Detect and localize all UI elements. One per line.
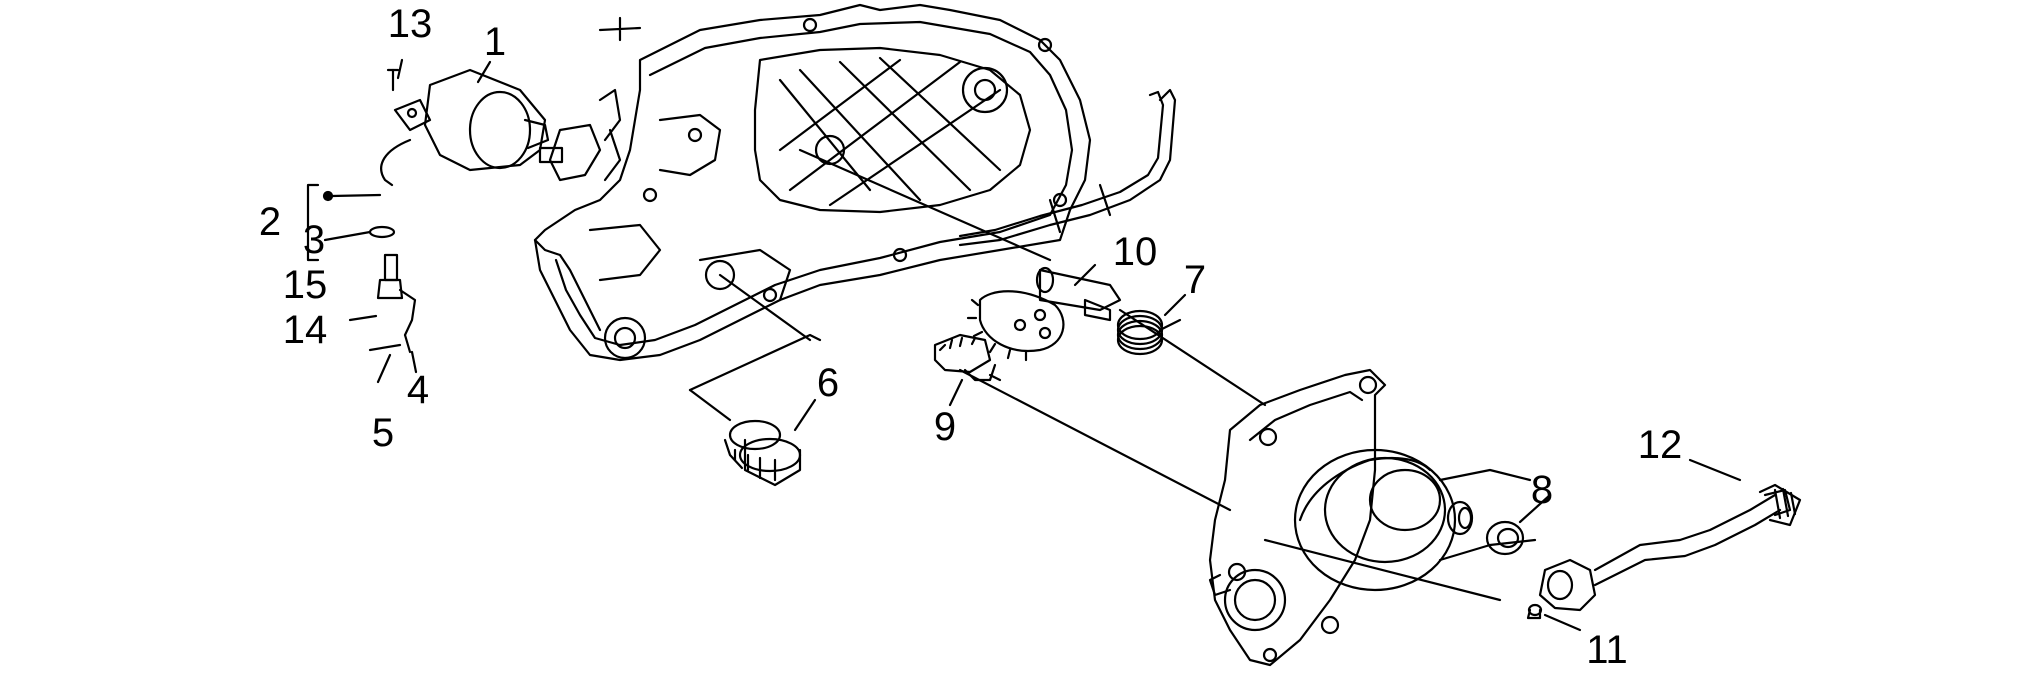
callout-12: 12 bbox=[1637, 423, 1683, 467]
leader-lines bbox=[376, 58, 1742, 632]
callout-5: 5 bbox=[371, 411, 395, 455]
callout-13: 13 bbox=[387, 2, 433, 46]
crankcase-left-half bbox=[533, 3, 1092, 362]
callout-6: 6 bbox=[816, 361, 840, 405]
starter-small-parts bbox=[348, 68, 417, 354]
callout-1: 1 bbox=[483, 20, 507, 64]
bracket-2-3 bbox=[306, 183, 382, 262]
callout-3: 3 bbox=[302, 218, 326, 262]
kick-start-lever bbox=[1538, 483, 1802, 612]
gasket bbox=[958, 88, 1177, 247]
bush bbox=[1446, 500, 1525, 556]
callout-8: 8 bbox=[1530, 468, 1554, 512]
callout-14: 14 bbox=[282, 308, 328, 352]
transmission-cover bbox=[1208, 368, 1537, 667]
starter-bracket bbox=[548, 88, 622, 182]
callout-2: 2 bbox=[258, 200, 282, 244]
kick-start-shaft bbox=[966, 266, 1122, 362]
screw-11 bbox=[1526, 603, 1543, 620]
callout-9: 9 bbox=[933, 405, 957, 449]
callout-7: 7 bbox=[1183, 258, 1207, 302]
shaft-lines bbox=[688, 148, 1502, 602]
callout-15: 15 bbox=[282, 263, 328, 307]
driven-pinion bbox=[933, 333, 1002, 382]
callout-4: 4 bbox=[406, 368, 430, 412]
return-spring bbox=[1116, 309, 1182, 356]
callout-11: 11 bbox=[1586, 628, 1628, 672]
starter-gear bbox=[723, 419, 802, 487]
callout-10: 10 bbox=[1112, 230, 1158, 274]
starter-motor bbox=[393, 68, 564, 172]
